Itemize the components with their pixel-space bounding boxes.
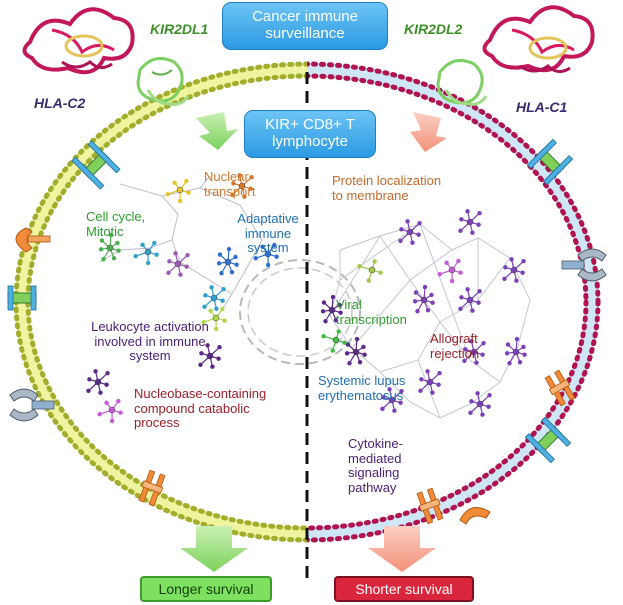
term-cell-cycle: Cell cycle, Mitotic bbox=[86, 210, 164, 239]
network-node-cluster bbox=[502, 257, 525, 283]
kir2dl2-label: KIR2DL2 bbox=[404, 22, 462, 38]
network-node-cluster bbox=[166, 251, 189, 277]
term-lupus: Systemic lupus erythematosus bbox=[318, 374, 422, 403]
arrow-right-top bbox=[410, 112, 447, 152]
network-node-cluster bbox=[357, 259, 382, 283]
term-nucleobase: Nucleobase-containing compound catabolic… bbox=[134, 387, 272, 431]
network-node-cluster bbox=[468, 391, 491, 417]
title-box: Cancer immune surveillance bbox=[222, 2, 388, 50]
network-node-cluster bbox=[86, 369, 109, 395]
longer-survival-box: Longer survival bbox=[140, 576, 272, 602]
arrow-left-top bbox=[196, 112, 238, 150]
title-box-text: Cancer immune surveillance bbox=[223, 9, 387, 43]
shorter-survival-text: Shorter survival bbox=[355, 581, 452, 597]
longer-survival-text: Longer survival bbox=[159, 581, 254, 597]
term-viral-transcription: Viral transcription bbox=[336, 298, 436, 327]
kir2dl2-protein bbox=[438, 60, 486, 104]
hla-c2-protein bbox=[24, 9, 132, 72]
term-allograft: Allograft rejection bbox=[430, 332, 494, 361]
term-leukocyte: Leukocyte activation involved in immune … bbox=[80, 320, 220, 364]
hla-c1-protein bbox=[484, 7, 592, 71]
network-node-cluster bbox=[398, 219, 421, 245]
network-node-cluster bbox=[437, 259, 462, 283]
hla-c2-label: HLA-C2 bbox=[34, 96, 85, 112]
term-cytokine: Cytokine-mediated signaling pathway bbox=[348, 437, 436, 495]
term-adaptive-immune: Adaptative immune system bbox=[232, 212, 304, 256]
network-node-cluster bbox=[321, 329, 346, 353]
shorter-survival-box: Shorter survival bbox=[334, 576, 474, 602]
term-nuclear-transport: Nuclear transport bbox=[204, 170, 268, 199]
network-node-cluster bbox=[97, 399, 122, 423]
cell-type-box: KIR+ CD8+ T lymphocyte bbox=[244, 110, 376, 158]
kir2dl1-label: KIR2DL1 bbox=[150, 22, 208, 38]
network-node-cluster bbox=[458, 209, 481, 235]
cell-type-text: KIR+ CD8+ T lymphocyte bbox=[245, 117, 375, 151]
network-node-cluster bbox=[133, 241, 158, 265]
term-protein-localization: Protein localization to membrane bbox=[332, 174, 452, 203]
network-node-cluster bbox=[345, 337, 367, 366]
network-node-cluster bbox=[505, 337, 527, 366]
hla-c1-label: HLA-C1 bbox=[516, 100, 567, 116]
